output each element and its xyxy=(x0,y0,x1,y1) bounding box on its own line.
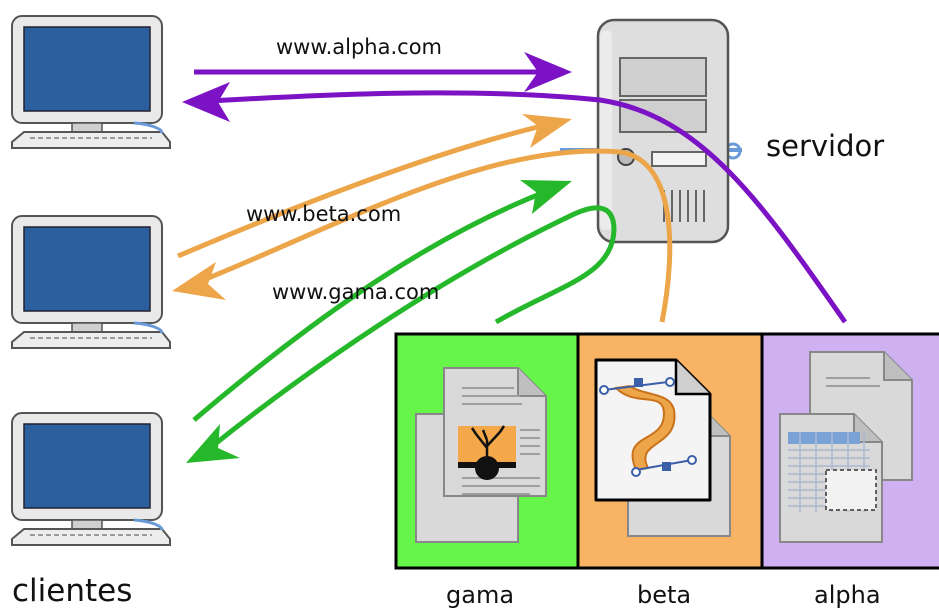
image-icon xyxy=(458,425,516,480)
gama-documents xyxy=(415,367,547,543)
beta-documents xyxy=(594,358,731,537)
url-beta-label: www.beta.com xyxy=(246,202,401,226)
url-alpha-label: www.alpha.com xyxy=(276,35,442,59)
servidor-label: servidor xyxy=(766,129,884,163)
alpha-documents xyxy=(779,351,913,543)
gama-request-arrow xyxy=(192,180,572,422)
vector-drawing-icon xyxy=(594,358,712,502)
clientes-label: clientes xyxy=(12,573,132,609)
url-gama-label: www.gama.com xyxy=(272,280,439,304)
client-computer-3 xyxy=(10,411,172,547)
gama-response-arrow xyxy=(186,205,617,463)
client-computer-1 xyxy=(10,14,172,150)
beta-response-arrow xyxy=(172,148,673,323)
spreadsheet-icon xyxy=(779,413,883,543)
client-computer-icon xyxy=(10,411,172,547)
beta-request-arrow xyxy=(177,114,572,259)
alpha-label: alpha xyxy=(814,581,881,609)
beta-label: beta xyxy=(637,581,691,609)
alpha-request-arrow xyxy=(194,52,572,92)
client-computer-2 xyxy=(10,214,172,350)
alpha-response-arrow xyxy=(182,82,848,324)
client-computer-icon xyxy=(10,14,172,150)
gama-label: gama xyxy=(446,581,514,609)
client-computer-icon xyxy=(10,214,172,350)
server-tower-icon xyxy=(560,18,742,244)
